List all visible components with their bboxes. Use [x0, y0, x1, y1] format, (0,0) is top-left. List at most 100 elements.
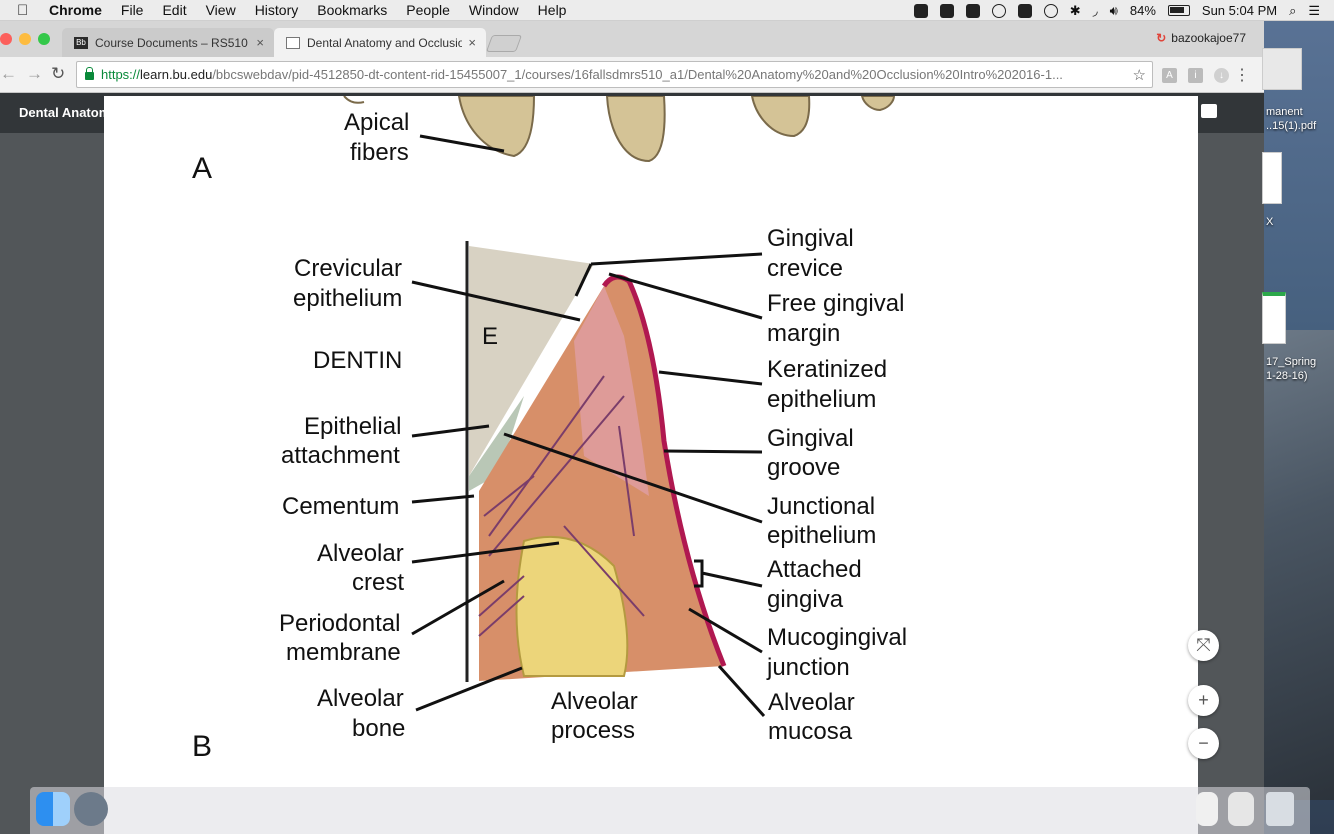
label-fibers: fibers — [350, 139, 409, 166]
chrome-menu-icon[interactable]: ⋮ — [1234, 65, 1250, 85]
dock-preview-icon[interactable] — [1228, 792, 1254, 826]
desktop-file-label[interactable]: ..15(1).pdf — [1266, 120, 1316, 133]
launchpad-icon[interactable] — [74, 792, 108, 826]
profile-icon: ↻ — [1156, 31, 1166, 45]
trash-icon[interactable] — [1266, 792, 1294, 826]
zoom-in-button[interactable]: + — [1188, 685, 1219, 716]
print-icon[interactable] — [1201, 104, 1217, 118]
menu-view[interactable]: View — [206, 2, 236, 18]
notification-icon[interactable] — [1018, 4, 1032, 18]
extension-info-icon[interactable]: i — [1188, 68, 1203, 83]
menu-window[interactable]: Window — [469, 2, 519, 18]
menu-help[interactable]: Help — [538, 2, 567, 18]
desktop-file-label[interactable]: manent — [1266, 106, 1303, 119]
desktop-doc-file-icon[interactable] — [1262, 152, 1282, 204]
gingiva-diagram: Apical fibers A E Crev — [104, 96, 1198, 834]
tab-close-icon[interactable]: × — [256, 35, 264, 50]
dock-document-icon[interactable] — [1196, 792, 1218, 826]
menu-bookmarks[interactable]: Bookmarks — [317, 2, 387, 18]
label-mucosa: mucosa — [768, 718, 853, 745]
window-close-button[interactable] — [0, 33, 12, 45]
bluetooth-icon[interactable]: ✱ — [1070, 3, 1081, 19]
browser-toolbar: ← → ↻ https:// learn.bu.edu /bbcswebdav/… — [0, 57, 1264, 93]
label-alveolar-bone: Alveolar — [317, 685, 404, 712]
fit-to-page-icon[interactable]: ⤧ — [1188, 630, 1219, 661]
reload-icon[interactable]: ↻ — [51, 64, 65, 84]
menu-bar:  Chrome File Edit View History Bookmark… — [0, 0, 1334, 21]
tooth-root — [459, 96, 534, 156]
url-scheme: https:// — [101, 67, 140, 82]
tab-close-icon[interactable]: × — [468, 35, 476, 50]
label-alveolar-crest: Alveolar — [317, 540, 404, 567]
label-crevice: crevice — [767, 255, 843, 282]
leader-line — [694, 561, 762, 586]
tab-course-documents[interactable]: Bb Course Documents – RS510 A × — [62, 28, 274, 57]
label-gingival-crevice: Gingival — [767, 225, 854, 252]
label-gingiva: gingiva — [767, 586, 844, 613]
address-bar[interactable]: https:// learn.bu.edu /bbcswebdav/pid-45… — [76, 61, 1153, 88]
panel-b-label: B — [192, 730, 212, 763]
leader-line — [659, 372, 762, 384]
shield-icon[interactable] — [992, 4, 1006, 18]
label-crevicular-2: epithelium — [293, 285, 402, 312]
leader-line — [591, 254, 762, 264]
notes-app-icon[interactable] — [940, 4, 954, 18]
pdf-page: Apical fibers A E Crev — [104, 96, 1198, 834]
lock-icon — [85, 72, 94, 80]
back-arrow-icon[interactable]: ← — [0, 64, 17, 84]
label-keratinized-epithelium: epithelium — [767, 386, 876, 413]
label-apical: Apical — [344, 109, 409, 136]
menu-clock[interactable]: Sun 5:04 PM — [1202, 3, 1277, 18]
download-icon[interactable]: ↓ — [1214, 68, 1229, 83]
blackboard-favicon-icon: Bb — [74, 37, 88, 49]
zoom-out-button[interactable]: − — [1188, 728, 1219, 759]
finder-icon[interactable] — [36, 792, 70, 826]
tab-dental-anatomy[interactable]: Dental Anatomy and Occlusion × — [274, 28, 486, 57]
desktop-file-label[interactable]: X — [1266, 216, 1273, 229]
label-alveolar-process: Alveolar — [551, 688, 638, 715]
extension-a-icon[interactable]: A — [1162, 68, 1177, 83]
tooth-root — [862, 96, 894, 110]
label-keratinized: Keratinized — [767, 356, 887, 383]
battery-percent[interactable]: 84% — [1130, 3, 1156, 18]
spotlight-search-icon[interactable]: ⌕ — [1289, 3, 1296, 19]
desktop-pdf-file-icon[interactable] — [1262, 48, 1302, 90]
menu-app-name[interactable]: Chrome — [49, 2, 102, 18]
label-attached: Attached — [767, 556, 862, 583]
desktop-file-label[interactable]: 17_Spring — [1266, 356, 1316, 369]
evernote-icon[interactable] — [914, 4, 928, 18]
alarm-icon[interactable] — [966, 4, 980, 18]
menu-history[interactable]: History — [255, 2, 299, 18]
notification-center-icon[interactable]: ☰ — [1308, 3, 1320, 19]
enamel-letter: E — [482, 323, 498, 350]
volume-icon[interactable]: 🔊︎ — [1110, 3, 1118, 19]
battery-icon[interactable] — [1168, 5, 1190, 16]
menu-edit[interactable]: Edit — [162, 2, 186, 18]
menu-people[interactable]: People — [406, 2, 450, 18]
leader-line — [412, 496, 474, 502]
wifi-icon[interactable]: ◞ — [1093, 3, 1098, 19]
url-host: learn.bu.edu — [140, 67, 212, 82]
desktop-file-label[interactable]: 1-28-16) — [1266, 370, 1308, 383]
menu-file[interactable]: File — [121, 2, 144, 18]
label-groove: groove — [767, 454, 840, 481]
label-membrane: membrane — [286, 639, 401, 666]
label-periodontal: Periodontal — [279, 610, 400, 637]
tab-title: Dental Anatomy and Occlusion — [307, 36, 462, 50]
label-alveolar-mucosa: Alveolar — [768, 689, 855, 716]
new-tab-button[interactable] — [486, 35, 522, 52]
window-minimize-button[interactable] — [19, 33, 31, 45]
label-cementum: Cementum — [282, 493, 399, 520]
browser-window: Bb Course Documents – RS510 A × Dental A… — [0, 21, 1264, 834]
forward-arrow-icon[interactable]: → — [26, 64, 43, 84]
window-zoom-button[interactable] — [38, 33, 50, 45]
profile-button[interactable]: ↻ bazookajoe77 — [1156, 31, 1246, 45]
label-mucogingival: Mucogingival — [767, 624, 907, 651]
document-favicon-icon — [286, 37, 300, 49]
desktop-spreadsheet-file-icon[interactable] — [1262, 292, 1286, 344]
time-machine-icon[interactable] — [1044, 4, 1058, 18]
tooth-root — [344, 96, 364, 103]
apple-menu-icon[interactable]:  — [17, 2, 39, 19]
bookmark-star-icon[interactable]: ☆ — [1133, 66, 1146, 84]
tab-title: Course Documents – RS510 A — [95, 36, 250, 50]
